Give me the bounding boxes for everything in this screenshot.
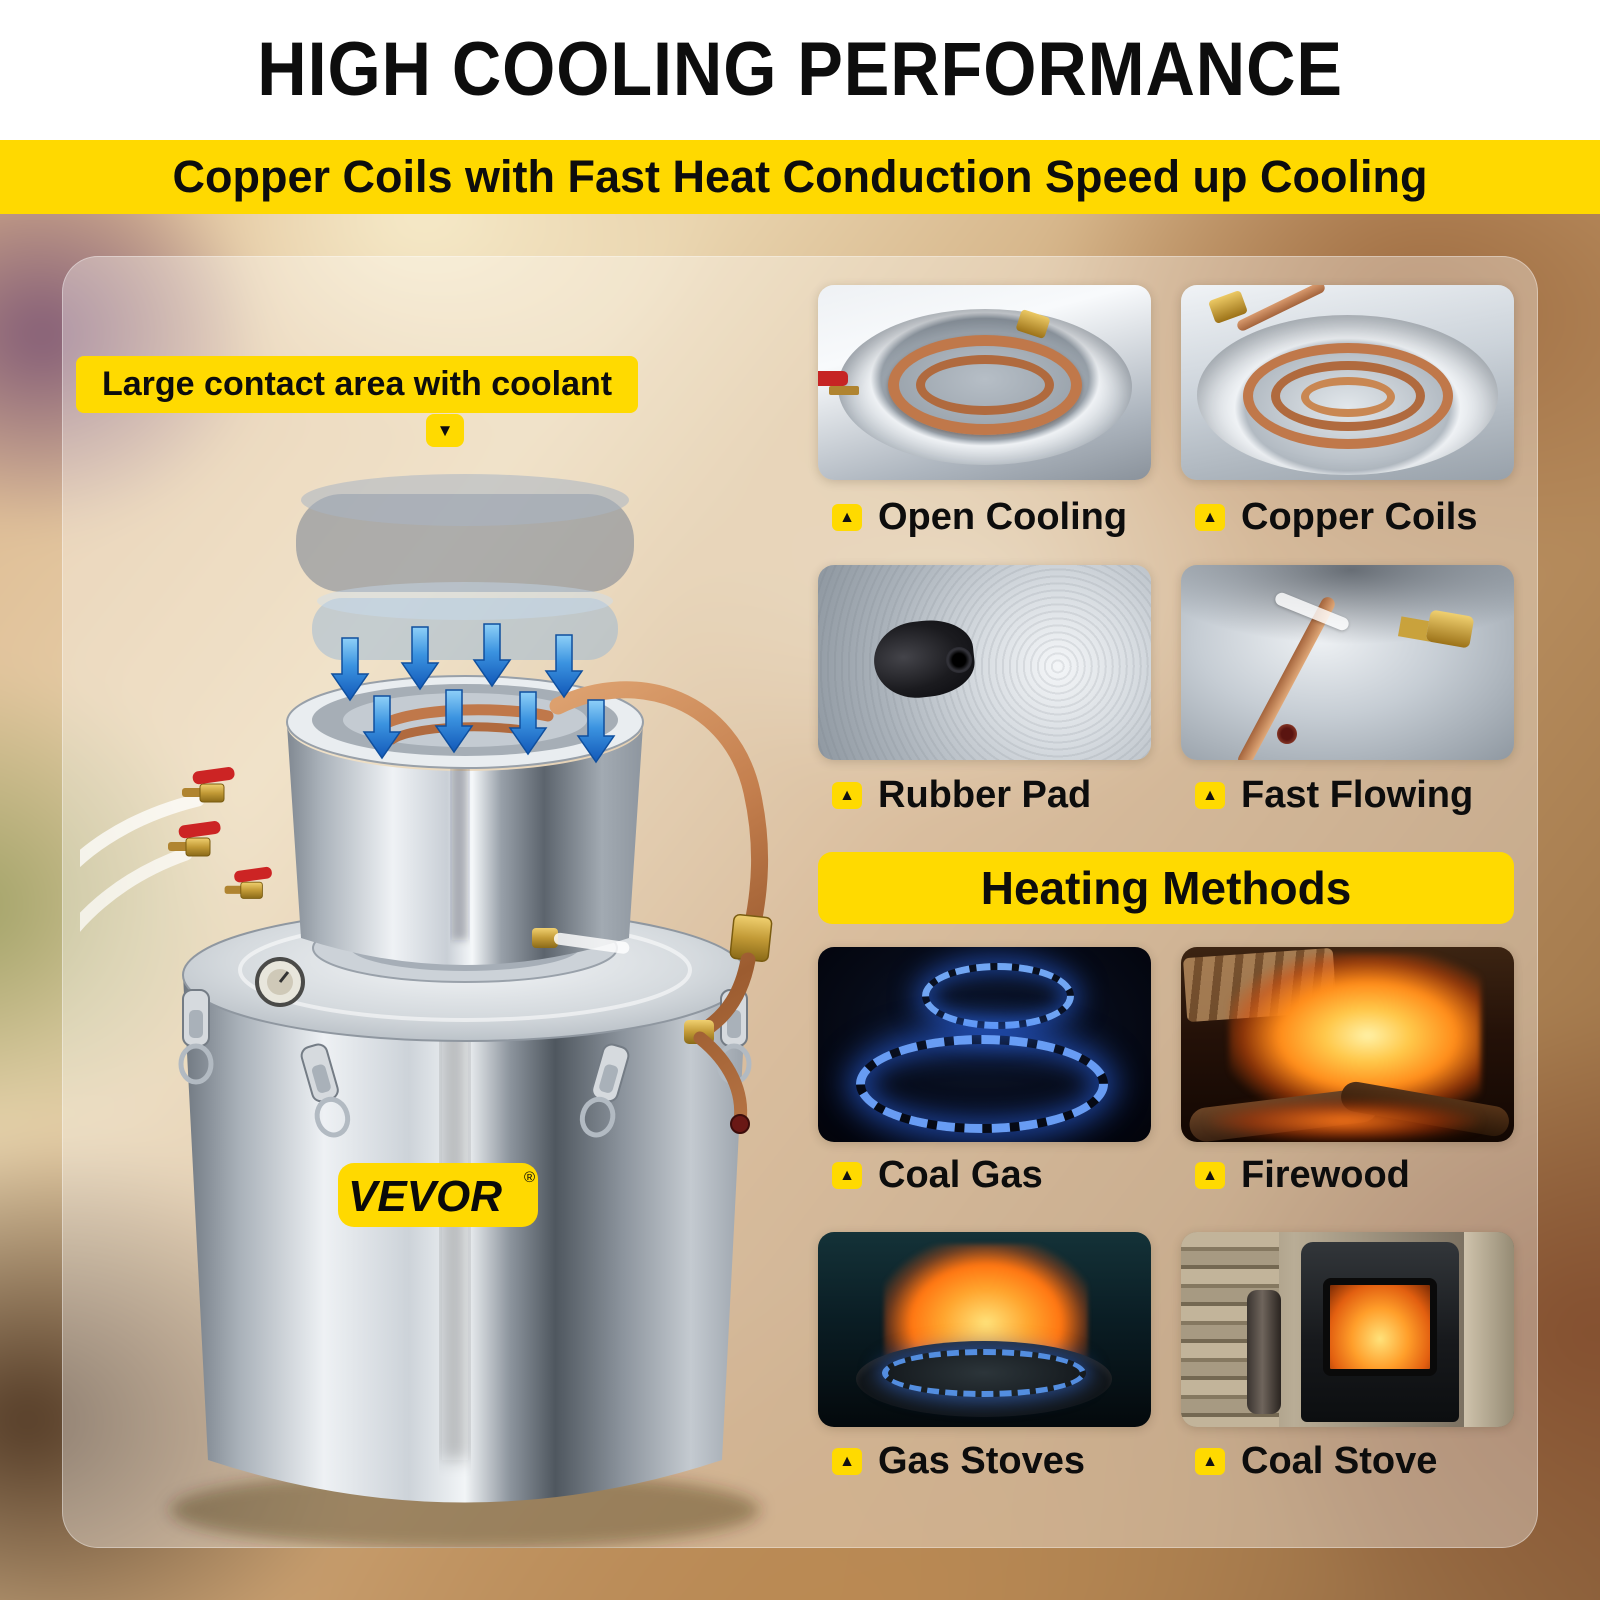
heating-card-row-2 [818, 1232, 1514, 1427]
feature-label-rubber-pad: ▲ Rubber Pad [818, 774, 1151, 817]
drain-valves-and-hoses [80, 765, 274, 932]
feature-label-row-1: ▲ Open Cooling ▲ Copper Coils [818, 496, 1514, 539]
heating-photo-firewood [1181, 947, 1514, 1142]
heating-label-text: Coal Stove [1241, 1440, 1438, 1482]
heating-label-text: Firewood [1241, 1154, 1410, 1196]
copper-coil-graphic [1301, 377, 1395, 417]
thermometer [255, 957, 305, 1007]
fire-window-graphic [1323, 1278, 1437, 1376]
feature-photo-open-cooling [818, 285, 1151, 480]
gas-flame-ring-graphic [922, 963, 1074, 1029]
heating-photo-coal-stove [1181, 1232, 1514, 1427]
triangle-up-icon: ▲ [832, 504, 862, 531]
feature-label-text: Copper Coils [1241, 496, 1478, 538]
heating-photo-gas-stoves [818, 1232, 1151, 1427]
feature-label-text: Fast Flowing [1241, 774, 1474, 816]
feature-label-row-2: ▲ Rubber Pad ▲ Fast Flowing [818, 774, 1514, 817]
rubber-pad-hole-graphic [946, 647, 972, 673]
brand-logo-text: VEVOR [348, 1172, 502, 1221]
copper-coil-graphic [1271, 361, 1425, 431]
heating-label-row-2: ▲ Gas Stoves ▲ Coal Stove [818, 1440, 1514, 1483]
brushed-steel-graphic [818, 565, 1151, 760]
copper-coil-graphic [916, 355, 1054, 415]
heating-label-text: Gas Stoves [878, 1440, 1085, 1482]
triangle-up-icon: ▲ [832, 782, 862, 809]
feature-label-open-cooling: ▲ Open Cooling [818, 496, 1151, 539]
copper-coil-graphic [888, 335, 1082, 435]
heating-label-gas-stoves: ▲ Gas Stoves [818, 1440, 1151, 1483]
heating-methods-banner: Heating Methods [818, 852, 1514, 924]
feature-card-row-2 [818, 565, 1514, 760]
callout-label: Large contact area with coolant [76, 356, 639, 413]
subtitle-text: Copper Coils with Fast Heat Conduction S… [172, 151, 1428, 202]
blue-flame-ring-graphic [882, 1349, 1086, 1397]
feature-label-copper-coils: ▲ Copper Coils [1181, 496, 1514, 539]
red-valve-graphic [818, 371, 848, 386]
heating-label-text: Coal Gas [878, 1154, 1043, 1196]
heating-label-coal-stove: ▲ Coal Stove [1181, 1440, 1514, 1483]
triangle-up-icon: ▲ [1195, 1162, 1225, 1189]
triangle-up-icon: ▲ [832, 1448, 862, 1475]
heating-label-coal-gas: ▲ Coal Gas [818, 1154, 1151, 1197]
gas-flame-ring-graphic [856, 1035, 1108, 1133]
feature-label-fast-flowing: ▲ Fast Flowing [1181, 774, 1514, 817]
distiller-illustration: VEVOR ® [80, 474, 773, 1548]
copper-coil-graphic [1243, 343, 1453, 449]
fire-flame-graphic [1229, 953, 1481, 1103]
brass-union-graphic [1425, 609, 1475, 649]
feature-card-row-1 [818, 285, 1514, 480]
page-title-text: HIGH COOLING PERFORMANCE [257, 27, 1343, 112]
triangle-down-icon: ▼ [426, 414, 464, 447]
triangle-up-icon: ▲ [1195, 504, 1225, 531]
triangle-up-icon: ▲ [1195, 782, 1225, 809]
subtitle-banner: Copper Coils with Fast Heat Conduction S… [0, 140, 1600, 214]
brand-logo: VEVOR ® [338, 1163, 538, 1227]
coolant-disc [296, 474, 634, 660]
triangle-up-icon: ▲ [1195, 1448, 1225, 1475]
feature-photo-copper-coils [1181, 285, 1514, 480]
feature-photo-rubber-pad [818, 565, 1151, 760]
tube-outlet-graphic [1277, 724, 1297, 744]
ember-glow-graphic [1209, 1100, 1479, 1142]
wall-graphic [1464, 1232, 1514, 1427]
stove-pipe-graphic [1247, 1290, 1281, 1414]
feature-photo-fast-flowing [1181, 565, 1514, 760]
pot-shadow [170, 1470, 760, 1548]
feature-label-text: Rubber Pad [878, 774, 1092, 816]
feature-label-text: Open Cooling [878, 496, 1128, 538]
feature-grid: ▲ Open Cooling ▲ Copper Coils [818, 256, 1514, 1548]
brand-registered-mark: ® [524, 1169, 535, 1186]
page-title: HIGH COOLING PERFORMANCE [0, 26, 1600, 113]
heating-photo-coal-gas [818, 947, 1151, 1142]
heating-label-row-1: ▲ Coal Gas ▲ Firewood [818, 1154, 1514, 1197]
heating-methods-title: Heating Methods [980, 862, 1352, 914]
heating-card-row-1 [818, 947, 1514, 1142]
heating-label-firewood: ▲ Firewood [1181, 1154, 1514, 1197]
stove-flame-graphic [884, 1244, 1088, 1360]
content-panel: Large contact area with coolant ▼ [62, 256, 1538, 1548]
triangle-up-icon: ▲ [832, 1162, 862, 1189]
copper-tube [532, 681, 773, 1134]
